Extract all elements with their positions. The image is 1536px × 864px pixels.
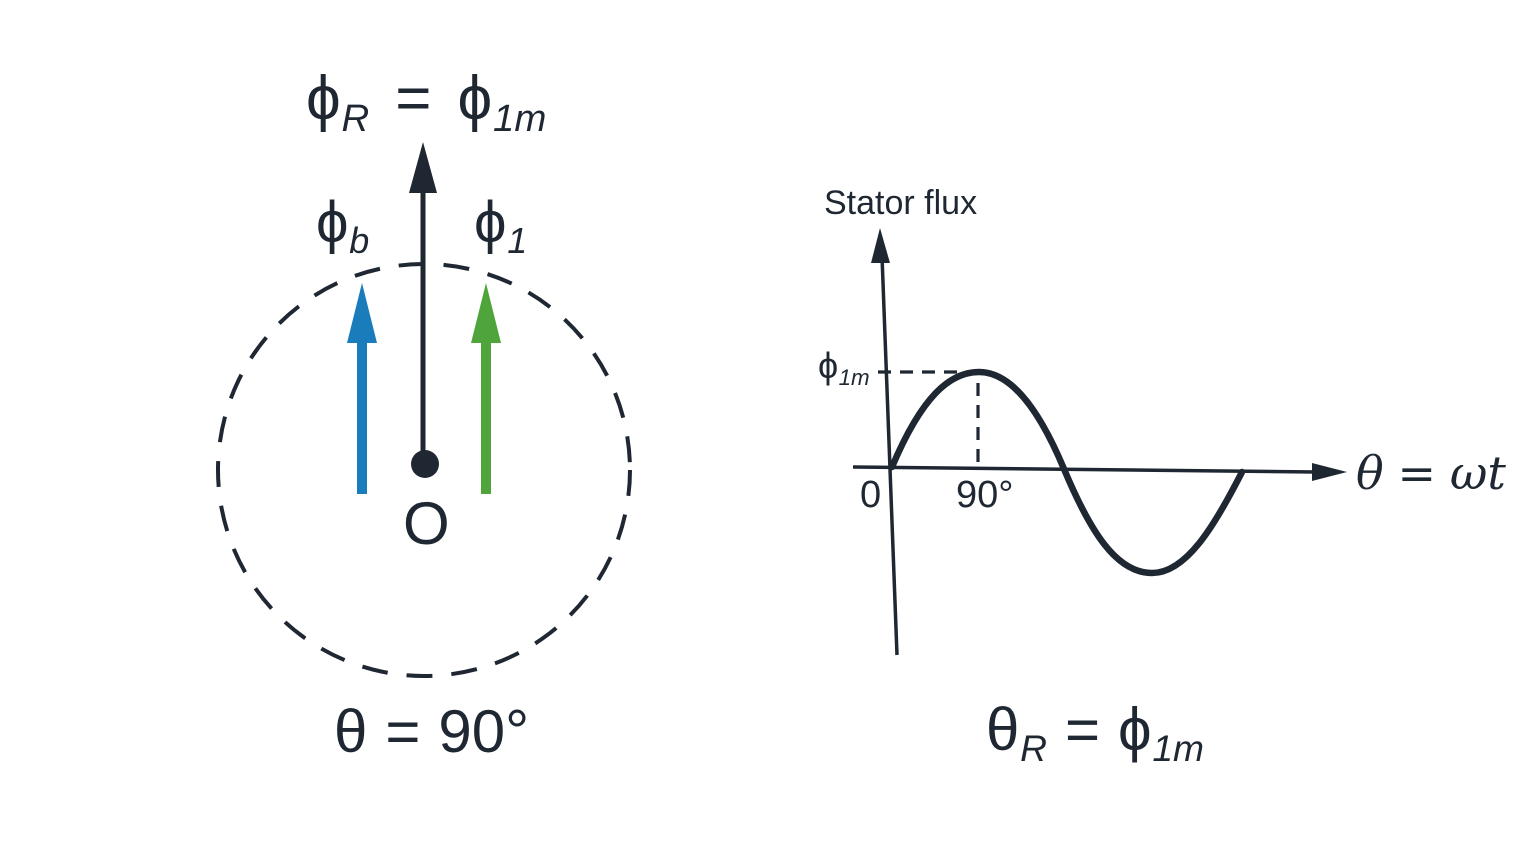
phi-b-label: ϕb	[316, 194, 369, 259]
y-axis	[871, 228, 899, 656]
resultant-flux-equation: ϕR=ϕ1m	[306, 68, 546, 138]
phi-1-arrowhead-icon	[471, 283, 501, 343]
y-axis-arrowhead-icon	[871, 228, 890, 263]
x-axis-arrowhead-icon	[1312, 463, 1347, 481]
phi-symbol: ϕ	[818, 345, 839, 386]
chart-caption-equation: θR=ϕ1m	[986, 700, 1204, 767]
theta-symbol: θ	[334, 698, 368, 765]
angle-caption: θ=90°	[334, 702, 529, 762]
angle-value: 90°	[438, 698, 530, 765]
y-axis-title: Stator flux	[824, 184, 978, 222]
origin-label: O	[403, 490, 450, 557]
subscript: 1m	[493, 96, 547, 140]
phi-1-arrow	[471, 283, 501, 494]
phi-1-label: ϕ1	[474, 194, 527, 259]
equals-sign: =	[1397, 446, 1437, 500]
equals-sign: =	[395, 64, 432, 133]
omega-t-symbol: ωt	[1449, 446, 1506, 500]
phi-symbol: ϕ	[457, 64, 493, 133]
ninety-degree-tick-label: 90°	[956, 474, 1014, 516]
equals-sign: =	[1064, 696, 1101, 763]
peak-value-label: ϕ1m	[818, 345, 870, 389]
subscript: b	[349, 219, 370, 261]
sine-curve	[888, 368, 1246, 577]
origin-dot	[411, 450, 439, 478]
phi-symbol: ϕ	[1118, 696, 1152, 763]
theta-symbol: θ	[1356, 446, 1384, 500]
origin-tick-label: 0	[860, 474, 882, 516]
phi-b-arrowhead-icon	[347, 283, 377, 343]
phi-r-arrowhead-icon	[409, 142, 437, 193]
subscript: 1m	[838, 364, 870, 390]
equals-sign: =	[385, 698, 421, 765]
x-axis	[852, 463, 1347, 481]
subscript: 1m	[1152, 727, 1205, 770]
x-axis-title: θ=ωt	[1356, 450, 1506, 496]
theta-symbol: θ	[986, 696, 1020, 763]
phi-r-arrow	[409, 142, 437, 462]
phi-symbol: ϕ	[316, 190, 349, 255]
waveform-chart	[852, 228, 1347, 656]
phi-symbol: ϕ	[306, 64, 341, 133]
subscript: 1	[507, 219, 528, 261]
phi-symbol: ϕ	[474, 190, 507, 255]
phi-b-arrow	[347, 283, 377, 494]
phasor-diagram	[216, 142, 632, 678]
subscript: R	[341, 96, 370, 140]
subscript: R	[1020, 727, 1047, 770]
